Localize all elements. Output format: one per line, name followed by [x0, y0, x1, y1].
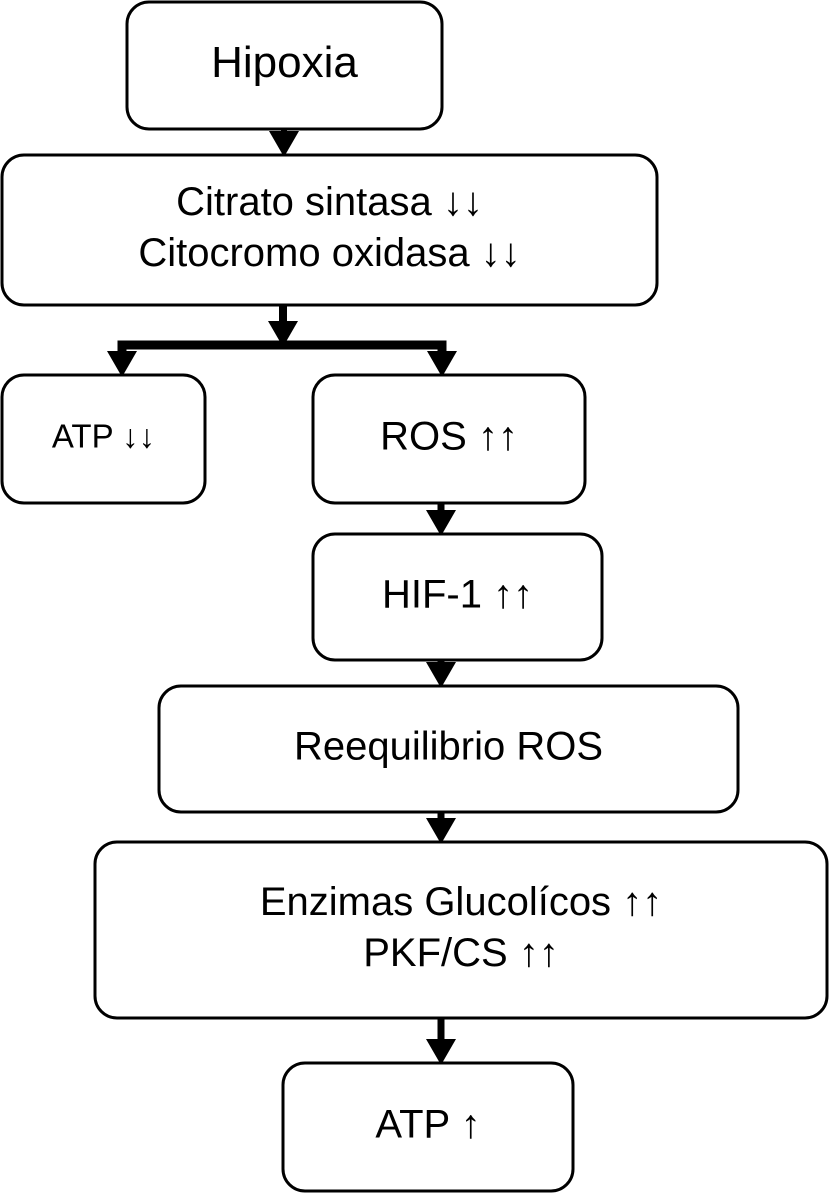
edge-ros-to-hif1 [426, 501, 456, 536]
node-atp-down-box[interactable] [0, 373, 207, 505]
edge-hipoxia-to-citrato [269, 127, 299, 157]
node-citrato-sintasa-label-0: Citrato sintasa ↓↓ [176, 180, 483, 224]
edge-branch-right-to-ros-arrowhead [427, 351, 457, 377]
branch-split-bar [117, 340, 447, 359]
node-hipoxia-label-0: Hipoxia [211, 38, 358, 87]
node-atp-down[interactable]: ATP ↓↓ [0, 373, 207, 505]
node-enzimas-glucolicos[interactable]: Enzimas Glucolícos ↑↑ PKF/CS ↑↑ [93, 840, 829, 1020]
node-ros-up-label-0: ROS ↑↑ [380, 415, 518, 459]
node-hipoxia[interactable]: Hipoxia [125, 0, 444, 131]
edge-citrato-to-branch-arrowhead [268, 321, 298, 347]
branch-bar-path [117, 340, 447, 359]
node-enzimas-glucolicos-label-1: PKF/CS ↑↑ [363, 931, 559, 975]
edge-enzimas-to-atp-up [426, 1016, 456, 1065]
edge-branch-left-to-atp-arrowhead [107, 351, 137, 377]
node-atp-down-label-0: ATP ↓↓ [52, 418, 155, 455]
node-atp-up-label-0: ATP ↑ [375, 1103, 480, 1147]
edge-reequilibrio-to-enzimas-arrowhead [426, 818, 456, 844]
node-reequilibrio-ros[interactable]: Reequilibrio ROS [157, 684, 740, 814]
node-reequilibrio-ros-label-0: Reequilibrio ROS [294, 725, 603, 769]
node-enzimas-glucolicos-label-0: Enzimas Glucolícos ↑↑ [260, 880, 662, 924]
branch-layer [117, 340, 447, 359]
edge-reequilibrio-to-enzimas [426, 810, 456, 844]
node-hipoxia-box[interactable] [125, 0, 444, 131]
node-enzimas-glucolicos-box[interactable] [93, 840, 829, 1020]
edge-ros-to-hif1-arrowhead [426, 510, 456, 536]
node-hif1-up-label-0: HIF-1 ↑↑ [382, 573, 533, 617]
node-citrato-sintasa-label-1: Citocromo oxidasa ↓↓ [138, 231, 520, 275]
node-citrato-sintasa[interactable]: Citrato sintasa ↓↓ Citocromo oxidasa ↓↓ [0, 153, 659, 307]
node-reequilibrio-ros-box[interactable] [157, 684, 740, 814]
node-ros-up[interactable]: ROS ↑↑ [311, 373, 587, 505]
node-hif1-up-box[interactable] [311, 532, 604, 662]
node-hif1-up[interactable]: HIF-1 ↑↑ [311, 532, 604, 662]
edge-enzimas-to-atp-up-arrowhead [426, 1039, 456, 1065]
node-ros-up-box[interactable] [311, 373, 587, 505]
node-atp-up[interactable]: ATP ↑ [281, 1061, 575, 1193]
edge-hif1-to-reequilibrio [426, 658, 456, 688]
node-citrato-sintasa-box[interactable] [0, 153, 659, 307]
edge-hipoxia-to-citrato-arrowhead [269, 131, 299, 157]
node-atp-up-box[interactable] [281, 1061, 575, 1193]
edge-hif1-to-reequilibrio-arrowhead [426, 662, 456, 688]
edge-citrato-to-branch [268, 303, 298, 347]
